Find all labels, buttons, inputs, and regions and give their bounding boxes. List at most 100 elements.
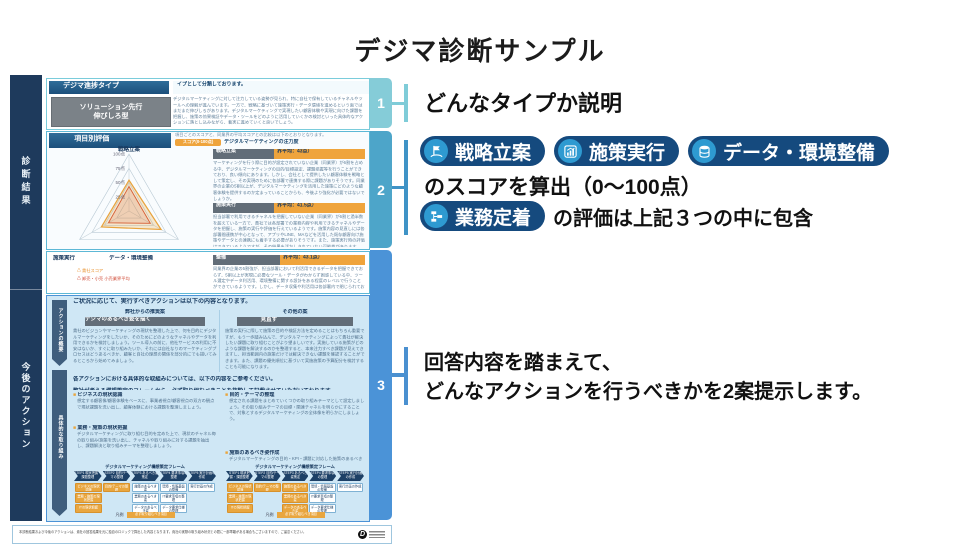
flow-box: 環境・情報基盤の整備: [159, 482, 187, 492]
flow-step: STEP5 実行計画の作成: [337, 471, 364, 481]
footer-logo: D: [358, 530, 385, 539]
bullet-title: ビジネスの現状認識: [73, 392, 217, 398]
bullet-list-right: 目的・テーマの整理 想定される課題をまとめていくつかの取り組みテーマとして設定し…: [225, 392, 365, 462]
bullet-item: 施策のあるべき姿作成 デジタルマーケティングの目的・KPI・課題に対応した施策の…: [225, 450, 365, 462]
bullet-desc: デジタルマーケティングに取り組む目的を定めた上で、現状のチャネル毎の取り組み/施…: [77, 431, 216, 449]
category-pill-label: データ・環境整備: [723, 142, 876, 164]
flow-legend: 凡例必ず取り組むべき項目: [73, 512, 217, 519]
flow-box: ビジネスの現状認識: [226, 482, 253, 492]
flow-step: STEP2 目的/テーマの整理: [253, 471, 281, 481]
score-block-desc: マーケティングを行う際に目的が設定されていない企業（同業界）が6割を占める中、デ…: [213, 160, 365, 201]
flow-box: IT要求事項の整理: [159, 493, 187, 503]
flow-title: デジタルマーケティング構想策定フレーム: [105, 464, 185, 470]
flow-step: STEP4 要求事項の整理: [159, 471, 188, 481]
flow-step: STEP4 要求事項の整理: [309, 471, 337, 481]
score-block-data: データ・環境整備 スコア：65点（業界平均：43.1点） 同業界の企業の5割強が…: [213, 255, 365, 289]
svg-text:25点: 25点: [115, 194, 125, 200]
ribbon-concrete-actions: 具体的な取り組み: [52, 370, 67, 516]
score-block-score: スコア：65点（業界平均：43.1点）: [279, 255, 365, 265]
connector-line-1: [392, 101, 404, 105]
annotation-2-score-line: のスコアを算出（0〜100点）: [424, 176, 702, 199]
category-pills-row: 戦略立案 施策実行 データ・環境整備: [420, 136, 890, 166]
flow-box: IT要求事項の整理: [309, 493, 336, 503]
annotation-3-line2: どんなアクションを行うべきかを2案提示します。: [424, 381, 873, 403]
flow-box: 施策のあるべき姿: [131, 482, 159, 492]
recommended-plan-desc: 貴社のビジョンやマーケティングの現状を整理した上で、何を目的にデジタルマーケティ…: [73, 328, 217, 363]
flow-step: STEP5 実行計画の作成: [188, 471, 216, 481]
recommended-plan-column: 弊社からの推奨案 デジマのあるべき姿を描く 貴社のビジョンやマーケティングの現状…: [73, 309, 217, 373]
bullet-title: 目的・テーマの整理: [225, 392, 365, 398]
radar-legend: △ 貴社スコア △ 卸売・小売 小売業界平均: [77, 268, 197, 284]
flow-box: 目的/テーマの整理: [254, 482, 281, 492]
svg-text:100点: 100点: [113, 152, 126, 158]
category-pill: 戦略立案: [420, 136, 546, 166]
marker-3: 3: [370, 250, 392, 520]
score-block-score: スコア：54点（業界平均：43点）: [273, 149, 365, 159]
flow-step: STEP2 目的/テーマの整理: [102, 471, 131, 481]
category-pill: データ・環境整備: [688, 136, 890, 166]
annotation-3-line1: 回答内容を踏まえて、: [424, 352, 622, 374]
bullet-item: 目的・テーマの整理 想定される課題をまとめていくつかの取り組みテーマとして設定し…: [225, 392, 365, 448]
action-section: アクションの概要 具体的な取り組み ご状況に応じて、実行すべきアクションは以下の…: [46, 295, 370, 522]
flow-box: 業務・施策の現状把握: [74, 493, 102, 503]
ribbon-action-overview: アクションの概要: [52, 300, 67, 366]
other-plan-column: その他の案 施策で解決したい課題を見直す 施策の実行に際して施策の目的や検証方法…: [225, 309, 365, 373]
score-block-desc: 担当部署で利用できるチャネルを把握していない企業（同業界）が6割と過半数を超えて…: [213, 214, 365, 247]
flow-box: 実行計画の作成: [337, 482, 364, 492]
flow-box: 実行計画の作成: [188, 482, 216, 492]
score-block-execution: 施策実行 スコア：56点（業界平均：41.5点） 担当部署で利用できるチャネルを…: [213, 203, 365, 247]
annotation-2-extra-line: の評価は上記３つの中に包含: [553, 207, 814, 230]
legend-item-company: △ 貴社スコア: [77, 268, 104, 274]
evaluation-section: 項目ごとのスコアと、同業界の平均スコアとの比較は以下のとおりとなります。 項目別…: [46, 131, 370, 250]
marker-1: 1: [370, 78, 392, 128]
logo-mark: D: [358, 530, 367, 539]
type-description: デジタルマーケティングに対して注力している姿勢が見られ、特に自社で保有しているチ…: [173, 96, 364, 125]
legend-item-industry: △ 卸売・小売 小売業界平均: [77, 276, 130, 282]
flow-step: STEP1 現状把握・課題整理: [226, 471, 253, 481]
other-plan-label: その他の案: [282, 309, 308, 315]
category-pill: 業務定着: [420, 201, 546, 231]
category-pill-label: 施策実行: [589, 142, 666, 164]
connector-line-2: [392, 185, 404, 189]
score-block-title: データ・環境整備: [213, 255, 280, 265]
category-pill: 施策実行: [554, 136, 680, 166]
report-sidebar: 診断結果 今後のアクション: [10, 75, 42, 521]
flow-step: STEP1 現状把握・課題整理: [74, 471, 102, 481]
connector-bracket-1: [404, 84, 408, 122]
column-divider: [219, 310, 220, 372]
radar-axis-label-data: データ・環境整備: [109, 255, 153, 262]
marker-2: 2: [370, 131, 392, 248]
bullet-list-left: ビジネスの現状認識 想定する顧客像/顧客体験をベースに、事業者視点/顧客視点の双…: [73, 392, 217, 462]
evaluation-data-section: 施策実行 データ・環境整備 △ 貴社スコア △ 卸売・小売 小売業界平均 データ…: [46, 251, 370, 294]
connector-bracket-3: [404, 347, 408, 405]
flow-title: デジタルマーケティング構想策定フレーム: [255, 464, 335, 470]
connector-bracket-2: [404, 140, 408, 235]
score-block-strategy: 戦略立案 スコア：54点（業界平均：43点） マーケティングを行う際に目的が設定…: [213, 149, 365, 201]
type-section: デジマ進捗タイプ 貴社のデジタルマーケティングの傾向をタイプとして分類しておりま…: [46, 78, 370, 130]
score-badge-note: デジタルマーケティングの注力度: [224, 139, 299, 145]
svg-text:戦略立案: 戦略立案: [118, 145, 141, 153]
annotation-2-extra-row: 業務定着 の評価は上記３つの中に包含: [420, 201, 813, 231]
action-intro: ご状況に応じて、実行すべきアクションは以下の内容となります。: [73, 298, 252, 305]
type-heading: デジマ進捗タイプ: [49, 81, 169, 94]
flow-box: ITの現状把握: [74, 503, 102, 513]
category-pill-label: 業務定着: [455, 207, 532, 229]
bullet-title: 業務・施策の現状把握: [73, 425, 217, 431]
type-name-line1: ソリューション先行: [79, 103, 143, 111]
extra-pill-slot: 業務定着: [420, 201, 546, 231]
flow-step: STEP3 あるべき姿策定: [131, 471, 159, 481]
sidebar-section-actions: 今後のアクション: [10, 289, 42, 522]
recommended-plan-header: デジマのあるべき姿を描く: [85, 317, 205, 326]
other-plan-header: 施策で解決したい課題を見直す: [237, 317, 353, 326]
flow-box: ITの現状把握: [226, 503, 253, 513]
score-block-title: 戦略立案: [213, 149, 274, 159]
recommended-plan-label: 弊社からの推奨案: [125, 309, 165, 315]
type-name-box: ソリューション先行 伸びしろ型: [51, 97, 171, 127]
bullet-desc: 想定される課題をまとめていくつかの取り組みテーマとして設定しましょう。その取り組…: [229, 398, 365, 421]
bullet-title: 施策のあるべき姿作成: [225, 450, 365, 456]
evaluation-intro: 項目ごとのスコアと、同業界の平均スコアとの比較は以下のとおりとなります。: [175, 132, 327, 137]
flow-step: STEP3 あるべき姿策定: [281, 471, 309, 481]
annotation-1-text: どんなタイプか説明: [424, 91, 623, 116]
